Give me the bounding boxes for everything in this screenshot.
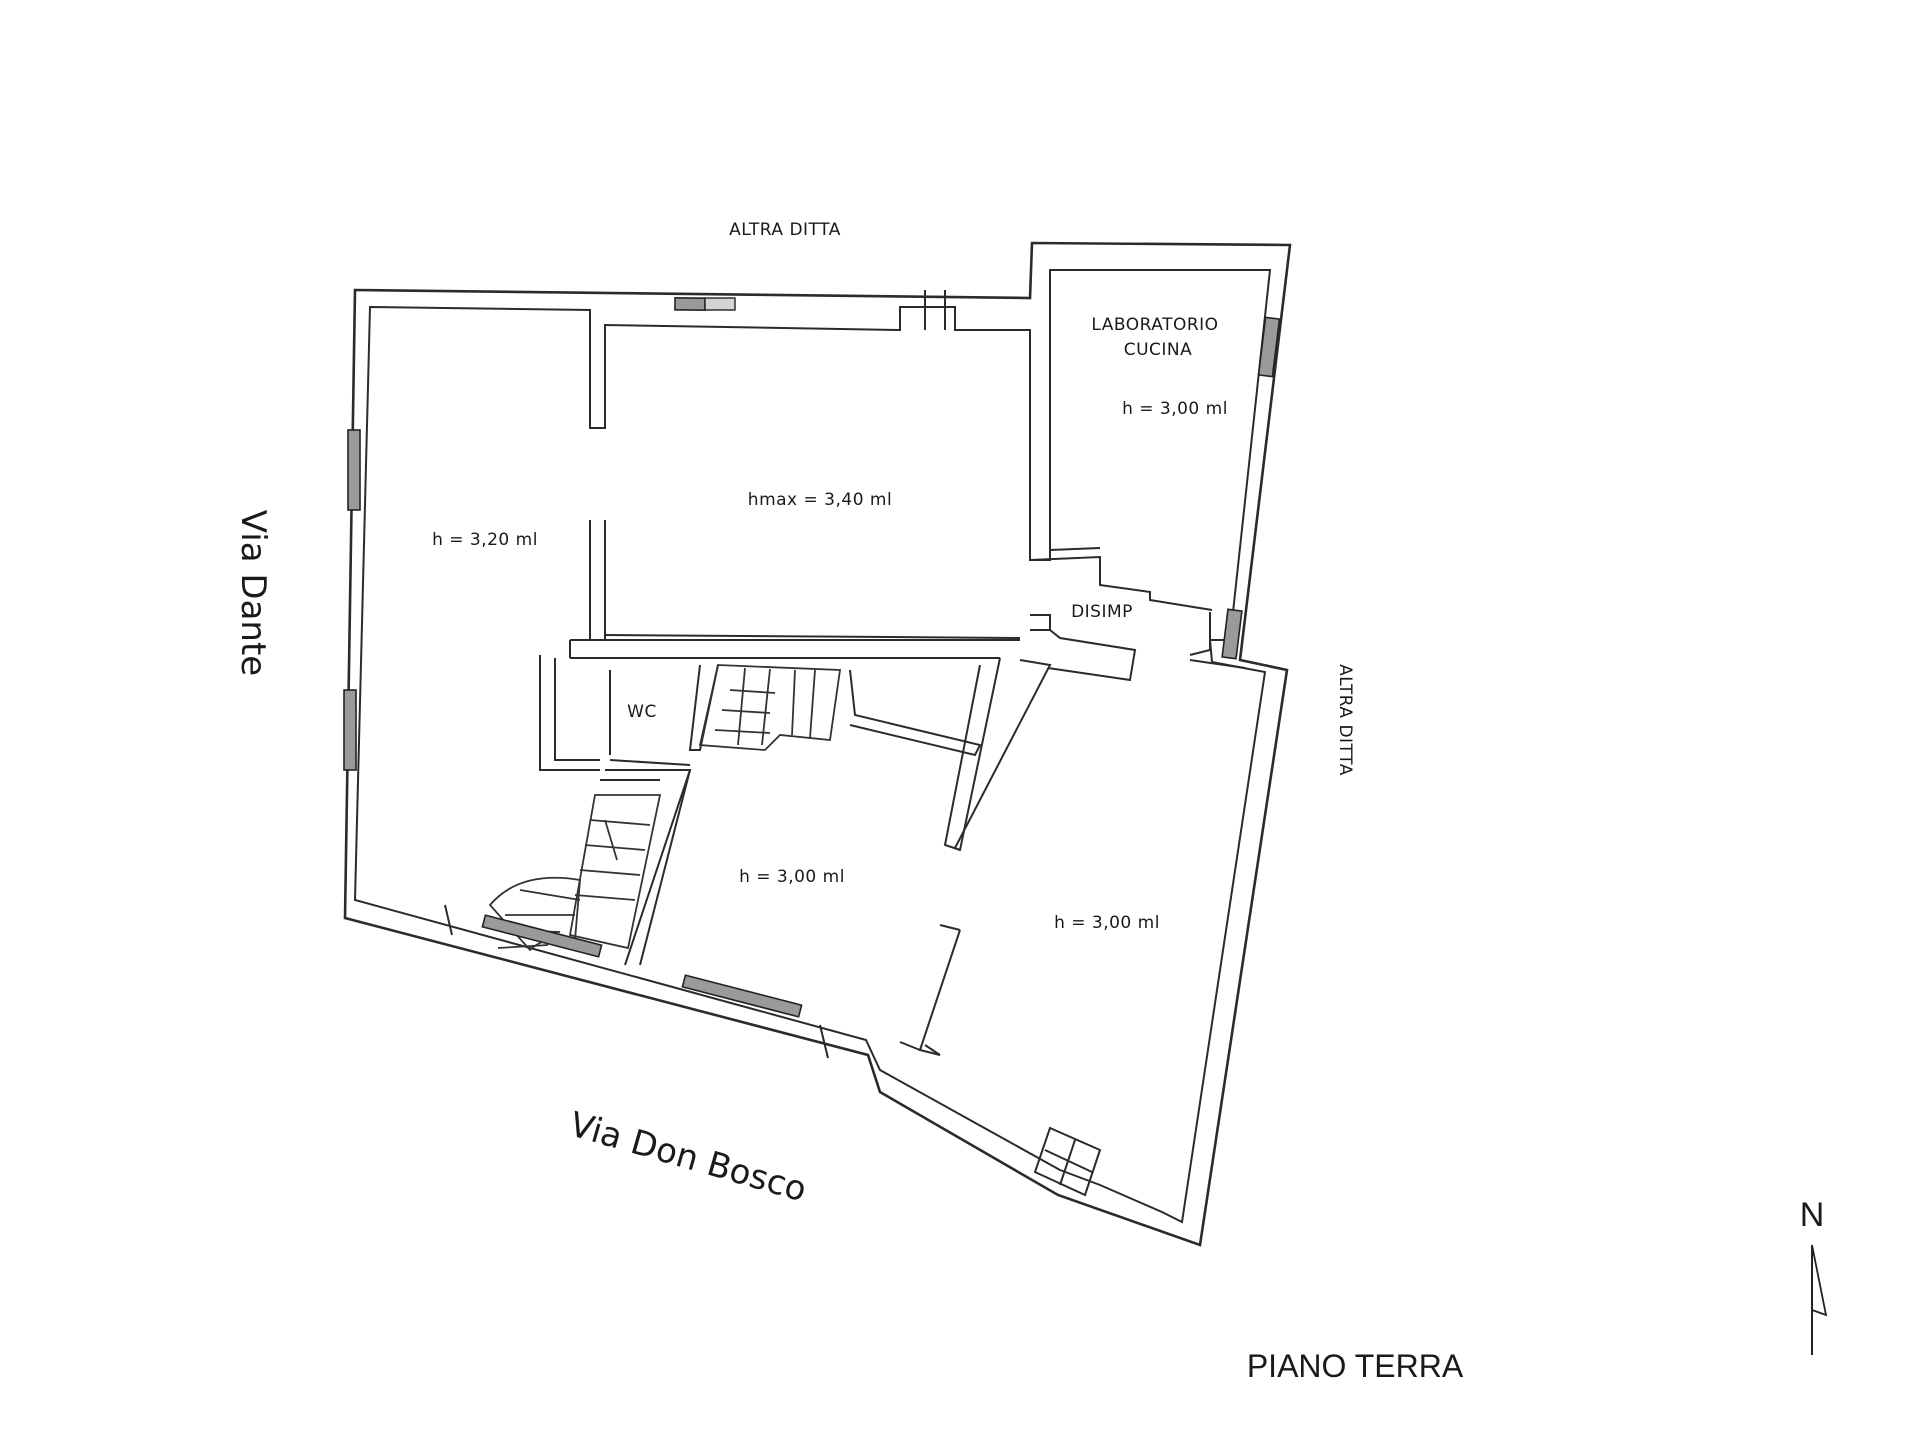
north-label: N — [1800, 1196, 1825, 1234]
neighbor-label-top: ALTRA DITTA — [729, 220, 841, 240]
room-label-lab-1: LABORATORIO — [1091, 315, 1218, 335]
room-label-wc: WC — [627, 702, 657, 722]
plan-title: PIANO TERRA — [1247, 1348, 1464, 1384]
room-label-lab-2: CUCINA — [1124, 340, 1193, 360]
street-label-left: Via Dante — [233, 510, 273, 676]
room-label-disimp: DISIMP — [1071, 602, 1133, 622]
outer-walls — [343, 241, 1292, 1247]
street-label-bottom: Via Don Bosco — [565, 1105, 811, 1211]
neighbor-label-right: ALTRA DITTA — [1335, 664, 1355, 776]
room-label-lab-height: h = 3,00 ml — [1122, 399, 1228, 419]
stairs — [488, 664, 842, 952]
room-label-center-top: hmax = 3,40 ml — [748, 490, 892, 510]
interior-walls — [539, 520, 1246, 1056]
windows — [343, 290, 1281, 1197]
north-arrow-icon: N — [1800, 1196, 1828, 1355]
room-label-center-bottom: h = 3,00 ml — [739, 867, 845, 887]
room-label-left: h = 3,20 ml — [432, 530, 538, 550]
room-label-right-bottom: h = 3,00 ml — [1054, 913, 1160, 933]
